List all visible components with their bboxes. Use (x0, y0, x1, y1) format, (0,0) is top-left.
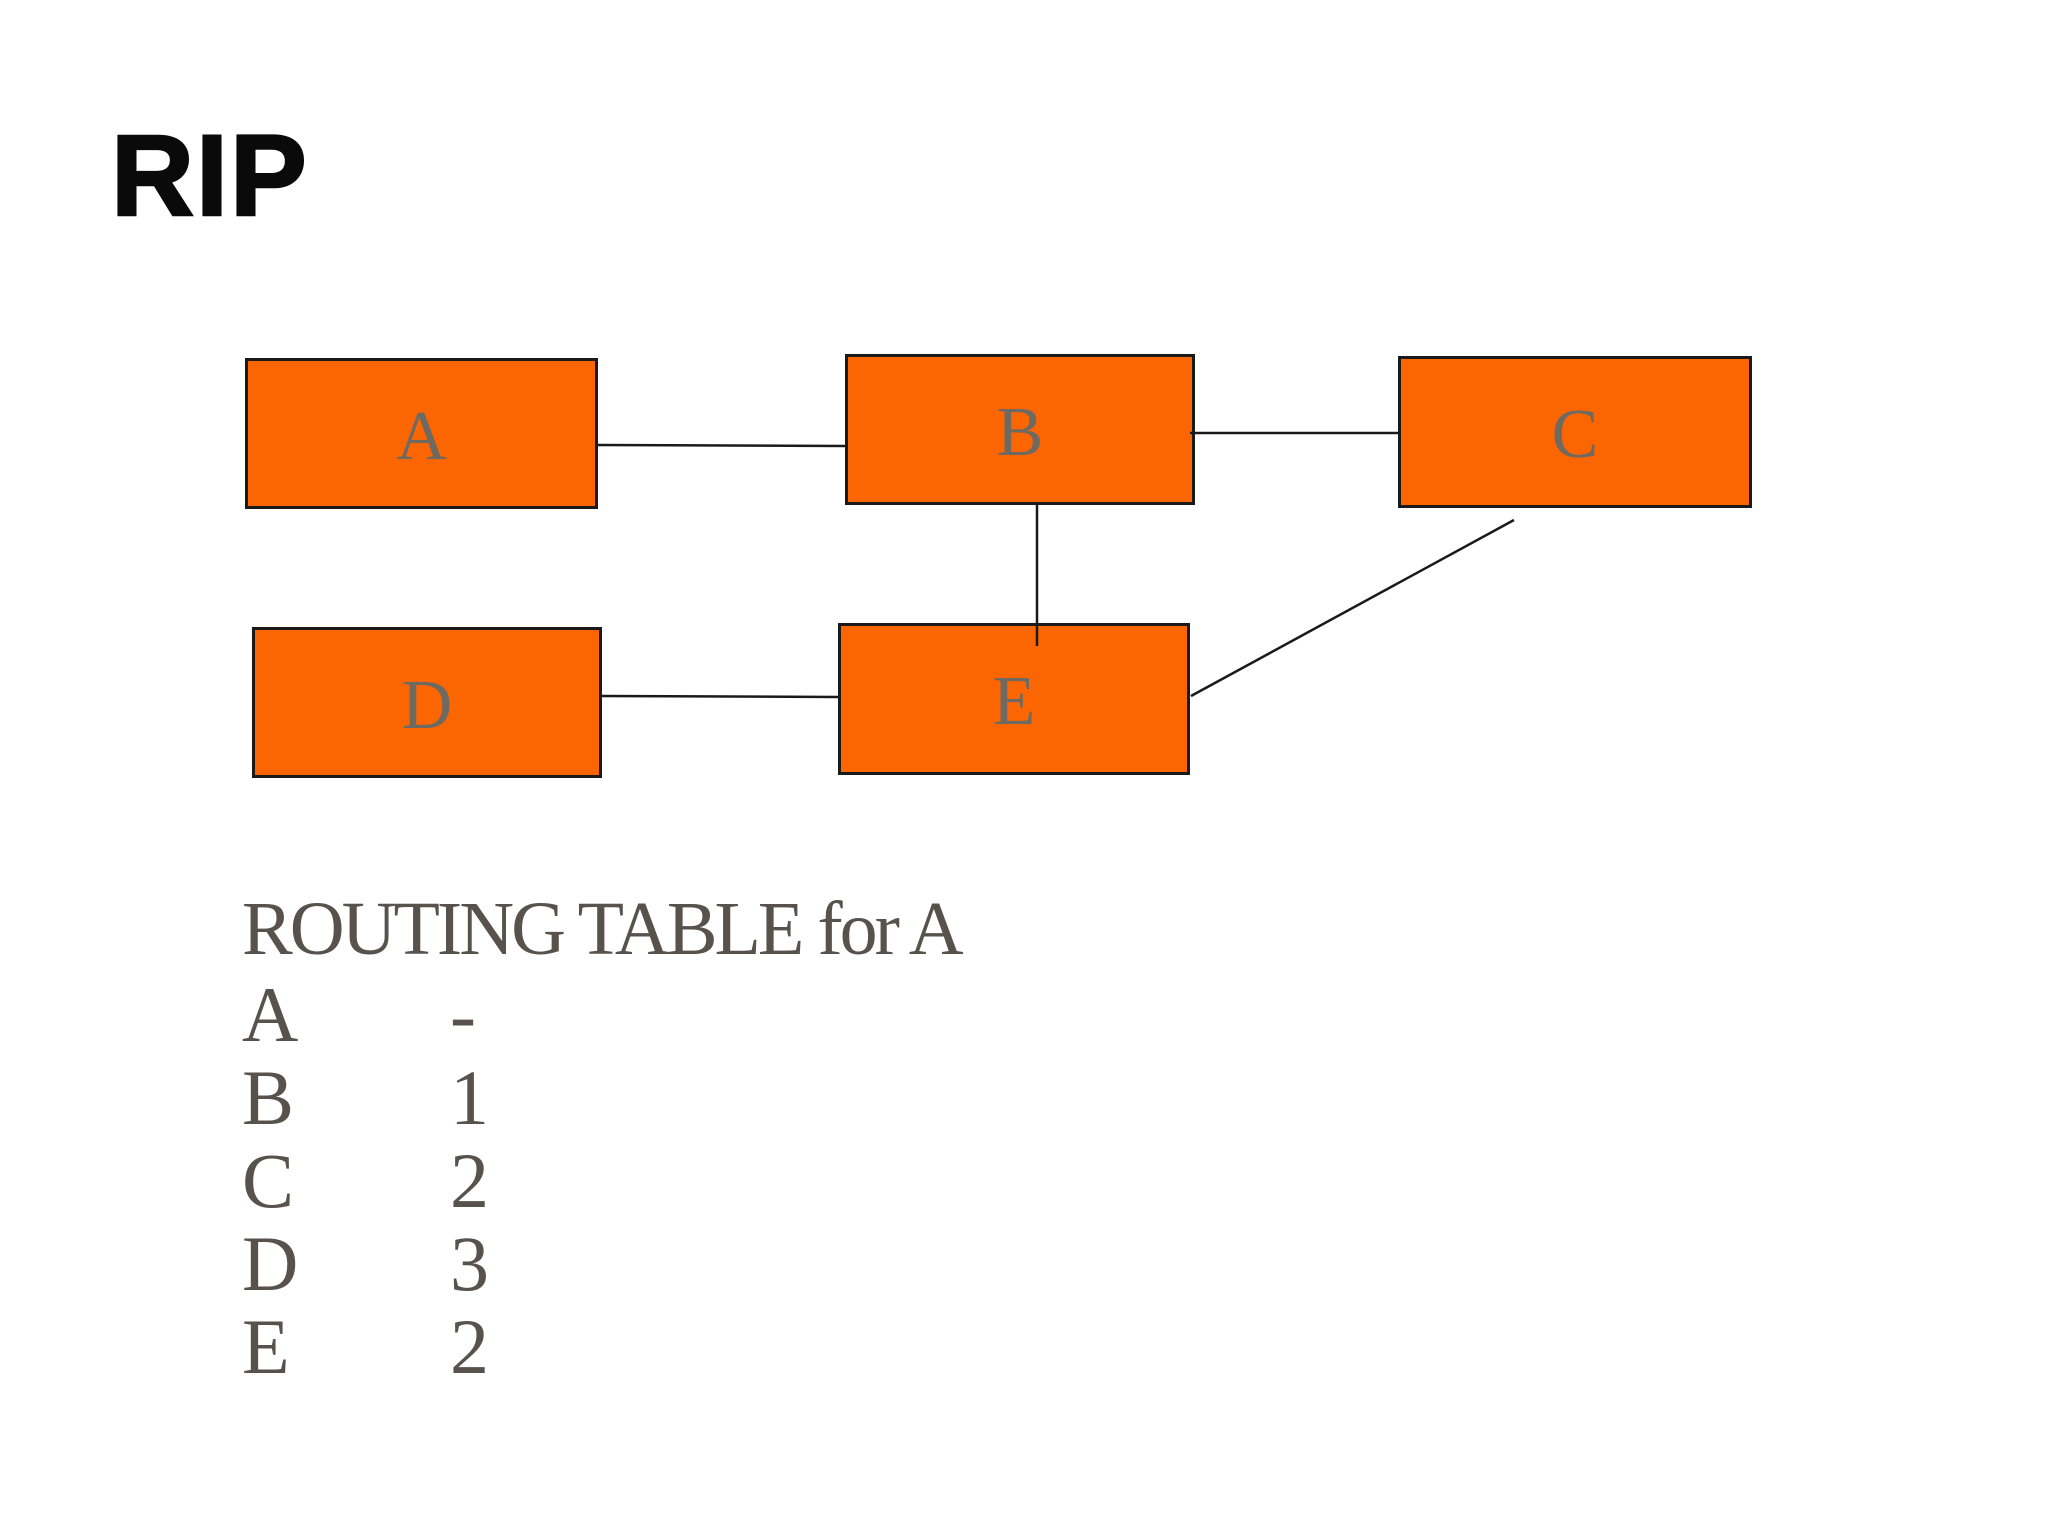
destination-cell: C (242, 1137, 295, 1224)
cost-cell: 2 (450, 1303, 489, 1390)
cost-cell: 2 (450, 1137, 489, 1224)
destination-cell: A (242, 971, 299, 1058)
slide-title: RIP (110, 112, 309, 240)
cost-cell: 3 (450, 1220, 489, 1307)
edge-E-C (1190, 518, 1515, 698)
edge-A-B (597, 443, 846, 448)
node-label: A (396, 397, 447, 475)
node-D: D (252, 627, 602, 778)
node-label: B (996, 393, 1044, 471)
node-C: C (1398, 356, 1752, 508)
node-B: B (845, 354, 1195, 505)
edge-D-E (601, 694, 839, 699)
node-label: D (401, 666, 453, 744)
destination-cell: D (242, 1220, 299, 1307)
node-E: E (838, 623, 1190, 775)
node-label: E (992, 663, 1036, 740)
destination-cell: E (242, 1303, 290, 1390)
cost-cell: - (450, 971, 476, 1058)
destination-cell: B (242, 1054, 295, 1141)
node-A: A (245, 358, 598, 509)
routing-table-heading: ROUTING TABLE for A (242, 887, 964, 971)
cost-cell: 1 (450, 1054, 489, 1141)
node-label: C (1551, 396, 1599, 473)
routing-table-row: A- (242, 973, 942, 1056)
